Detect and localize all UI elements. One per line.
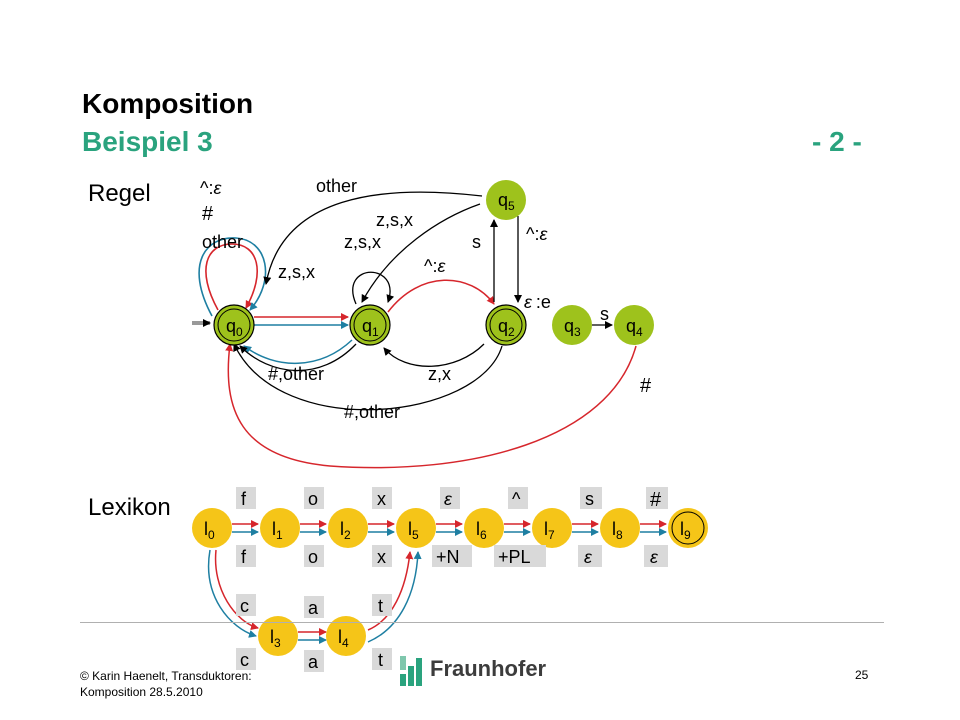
lexikon-upper-boxes: f o x ε ^ s #	[236, 487, 668, 511]
svg-text:x: x	[377, 489, 386, 509]
label-caret-eps-q1q2: ^:ε	[424, 256, 446, 276]
svg-text:+PL: +PL	[498, 547, 531, 567]
svg-text:l1: l1	[272, 519, 283, 542]
state-q5	[486, 180, 526, 220]
fraunhofer-logo-text: Fraunhofer	[430, 656, 547, 681]
state-q4-label: q4	[626, 316, 643, 339]
label-eps-e: ε:e	[524, 292, 551, 312]
state-l2	[328, 508, 368, 548]
edge-q1-q0-blue	[243, 339, 353, 364]
fraunhofer-logo-icon	[400, 656, 422, 686]
lexikon-branch-boxes: c a t c a t	[236, 594, 392, 672]
label-zx-q2q1: z,x	[428, 364, 451, 384]
svg-text:f: f	[241, 489, 247, 509]
lexikon-edges	[207, 520, 667, 644]
svg-text:l6: l6	[476, 519, 487, 542]
svg-text:l0: l0	[204, 519, 215, 542]
svg-text:l3: l3	[270, 627, 281, 650]
label-hash-other-q1q0: #,other	[268, 364, 324, 384]
page-mark: - 2 -	[812, 126, 862, 157]
state-l1	[260, 508, 300, 548]
edge-q1-loop	[352, 271, 395, 305]
label-zsx-q1loop: z,s,x	[344, 232, 381, 252]
state-q1-label: q1	[362, 316, 379, 339]
label-hash-other-q2q0: #,other	[344, 402, 400, 422]
slide-number: 25	[855, 668, 869, 682]
slide-subtitle: Beispiel 3	[82, 126, 213, 157]
svg-text:l8: l8	[612, 519, 623, 542]
svg-text:x: x	[377, 547, 386, 567]
section-regel: Regel	[88, 180, 151, 207]
state-l0	[192, 508, 232, 548]
state-q3	[552, 305, 592, 345]
svg-text:a: a	[308, 652, 319, 672]
label-hash-q0: #	[202, 203, 214, 225]
svg-text:l4: l4	[338, 627, 349, 650]
slide-title: Komposition	[82, 88, 254, 119]
svg-text:ε: ε	[444, 489, 453, 509]
state-q4	[614, 305, 654, 345]
lexikon-lower-boxes: f o x +N +PL ε ε	[236, 545, 668, 567]
state-q0	[213, 304, 255, 346]
svg-text:f: f	[241, 547, 247, 567]
state-l5	[396, 508, 436, 548]
svg-text:l2: l2	[340, 519, 351, 542]
label-other-q0: other	[202, 232, 243, 252]
state-l6	[464, 508, 504, 548]
section-lexikon: Lexikon	[88, 494, 171, 521]
footer-credit: © Karin Haenelt, Transduktoren: Komposit…	[80, 669, 252, 699]
svg-text:t: t	[378, 650, 383, 670]
edge-q1-q0-black	[239, 343, 357, 372]
lexikon-states: l0 l1 l2 l5 l6 l7 l8 l9 l3 l4	[192, 508, 708, 656]
label-hash-q4q0: #	[640, 375, 652, 397]
svg-text:l7: l7	[544, 519, 555, 542]
edge-q1-q2-red	[387, 279, 495, 313]
label-s-q3q4: s	[600, 304, 609, 324]
svg-text:o: o	[308, 489, 318, 509]
label-s-q2q5: s	[472, 232, 481, 252]
label-zsx-q0q1: z,s,x	[278, 262, 315, 282]
edge-q4-q0	[225, 343, 637, 469]
state-q2-label: q2	[498, 316, 515, 339]
svg-text:o: o	[308, 547, 318, 567]
label-other-q5: other	[316, 176, 357, 196]
regel-states: q0 q1 q2 q3 q4 q5	[213, 180, 654, 346]
edge-q2-q1	[383, 343, 485, 367]
state-l3	[258, 616, 298, 656]
regel-labels: ^:ε # other other z,s,x z,s,x z,s,x s ^:…	[200, 176, 652, 422]
state-q0-label: q0	[226, 316, 243, 339]
edge-q2-q0	[233, 343, 503, 411]
edge-q5-q0	[263, 191, 483, 285]
edge-q0-loop-red	[205, 243, 258, 311]
svg-text:ε: ε	[584, 547, 593, 567]
svg-text:#: #	[650, 489, 662, 511]
edge-q5-q1	[361, 203, 481, 303]
state-q3-label: q3	[564, 316, 581, 339]
fraunhofer-logo: Fraunhofer	[398, 652, 546, 688]
svg-text:t: t	[378, 596, 383, 616]
state-l7	[532, 508, 572, 548]
svg-text:^: ^	[512, 489, 521, 509]
svg-text:l5: l5	[408, 519, 419, 542]
state-l9	[668, 508, 708, 548]
state-l4	[326, 616, 366, 656]
svg-text:s: s	[585, 489, 594, 509]
label-zsx-q5q1: z,s,x	[376, 210, 413, 230]
state-l8	[600, 508, 640, 548]
svg-text:ε: ε	[650, 547, 659, 567]
svg-text:c: c	[240, 650, 249, 670]
svg-text:+N: +N	[436, 547, 460, 567]
svg-text:a: a	[308, 598, 319, 618]
state-q1	[349, 304, 391, 346]
svg-text:l9: l9	[680, 519, 691, 542]
label-caret-eps-q0: ^:ε	[200, 178, 222, 198]
regel-edges	[192, 191, 637, 469]
footer-divider	[80, 622, 884, 623]
label-caret-eps-q5q2: ^:ε	[526, 224, 548, 244]
state-q5-label: q5	[498, 190, 515, 213]
svg-text:c: c	[240, 596, 249, 616]
state-q2	[485, 304, 527, 346]
